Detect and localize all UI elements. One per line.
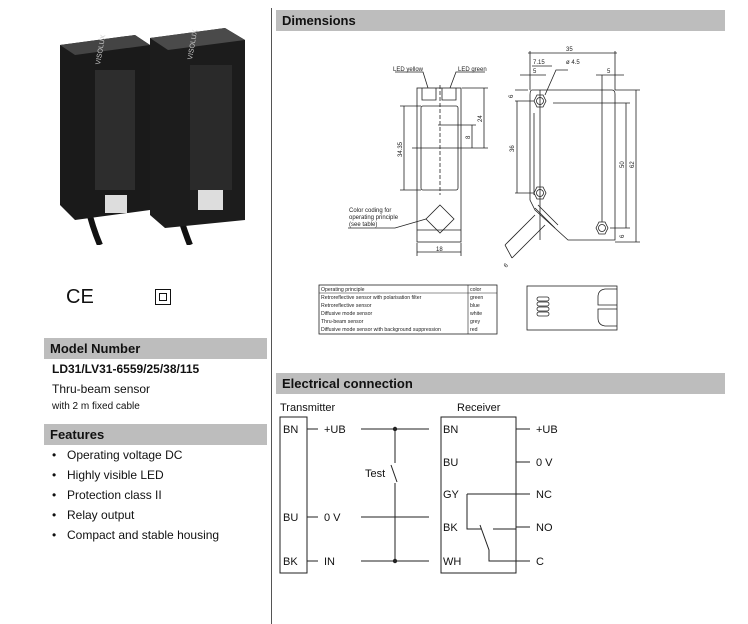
junction-dot: [392, 426, 398, 432]
table-cell: Diffusive mode sensor with background su…: [321, 327, 441, 333]
dim-diameter-4-5: ø 4.5: [566, 60, 580, 66]
table-header: Operating principle: [321, 287, 365, 293]
features-header: Features: [44, 424, 267, 445]
dim-cable-6: 6: [503, 262, 510, 269]
receiver-signal: 0 V: [536, 457, 553, 469]
transmitter-pin: BK: [283, 556, 298, 568]
front-view-drawing: [348, 71, 488, 256]
side-view-drawing: [504, 51, 640, 259]
transmitter-signal: 0 V: [324, 512, 341, 524]
ce-mark: CE: [66, 286, 94, 308]
protection-class-ii-icon: [155, 289, 171, 305]
table-cell: Diffusive mode sensor: [321, 311, 372, 317]
table-cell: grey: [470, 319, 480, 325]
feature-item: •Compact and stable housing: [52, 528, 220, 542]
led-yellow-label: LED yellow: [393, 67, 424, 73]
table-cell: red: [470, 327, 478, 333]
receiver-signal: NC: [536, 489, 552, 501]
feature-item: •Protection class II: [52, 488, 162, 502]
dim-7-15: 7.15: [533, 60, 545, 66]
dim-6: 6: [509, 94, 515, 98]
table-cell: green: [470, 295, 483, 301]
dim-5: 5: [607, 69, 611, 75]
dim-62: 62: [630, 161, 636, 168]
table-cell: white: [470, 311, 482, 317]
receiver-pin: BN: [443, 424, 458, 436]
table-cell: Retroreflective sensor: [321, 303, 372, 309]
feature-item: •Operating voltage DC: [52, 448, 183, 462]
table-cell: Thru-beam sensor: [321, 319, 364, 325]
receiver-pin: WH: [443, 556, 461, 568]
dim-34-35: 34.35: [398, 141, 404, 157]
model-number-header: Model Number: [44, 338, 267, 359]
dim-35: 35: [566, 47, 573, 53]
receiver-pin: GY: [443, 489, 460, 501]
back-view-drawing: [526, 285, 618, 331]
table-header: color: [470, 287, 482, 293]
table-cell: Retroreflective sensor with polarisation…: [321, 295, 422, 301]
receiver-title: Receiver: [457, 402, 501, 414]
electrical-connection-header: Electrical connection: [276, 373, 725, 394]
receiver-signal: C: [536, 556, 544, 568]
test-switch-label: Test: [365, 468, 385, 480]
dimensions-header: Dimensions: [276, 10, 725, 31]
model-cable: with 2 m fixed cable: [52, 401, 140, 412]
dim-6: 6: [620, 234, 626, 238]
wiring-diagram: [279, 416, 530, 574]
dim-18: 18: [436, 247, 443, 253]
dim-8: 8: [466, 135, 472, 139]
receiver-pin: BK: [443, 522, 458, 534]
color-note: Color coding for: [349, 208, 391, 214]
transmitter-signal: +UB: [324, 424, 346, 436]
model-number: LD31/LV31-6559/25/38/115: [52, 362, 200, 376]
feature-item: •Relay output: [52, 508, 135, 522]
color-note: (see table): [349, 222, 377, 228]
dim-50: 50: [620, 161, 626, 168]
feature-item: •Highly visible LED: [52, 468, 164, 482]
led-green-label: LED green: [458, 67, 487, 73]
color-note: operating principle: [349, 215, 399, 221]
receiver-signal: +UB: [536, 424, 558, 436]
transmitter-pin: BN: [283, 424, 298, 436]
model-description: Thru-beam sensor: [52, 382, 151, 396]
dim-5: 5: [533, 69, 537, 75]
product-photo: VISOLUX VISOLUX: [40, 10, 255, 245]
transmitter-signal: IN: [324, 556, 335, 568]
junction-dot: [392, 558, 398, 564]
receiver-signal: NO: [536, 522, 553, 534]
dim-36: 36: [510, 145, 516, 152]
transmitter-title: Transmitter: [280, 402, 336, 414]
column-divider: [271, 8, 272, 624]
table-cell: blue: [470, 303, 480, 309]
transmitter-pin: BU: [283, 512, 298, 524]
dim-24: 24: [478, 115, 484, 122]
color-coding-table: Operating principle color Retroreflectiv…: [318, 284, 498, 335]
receiver-pin: BU: [443, 457, 458, 469]
